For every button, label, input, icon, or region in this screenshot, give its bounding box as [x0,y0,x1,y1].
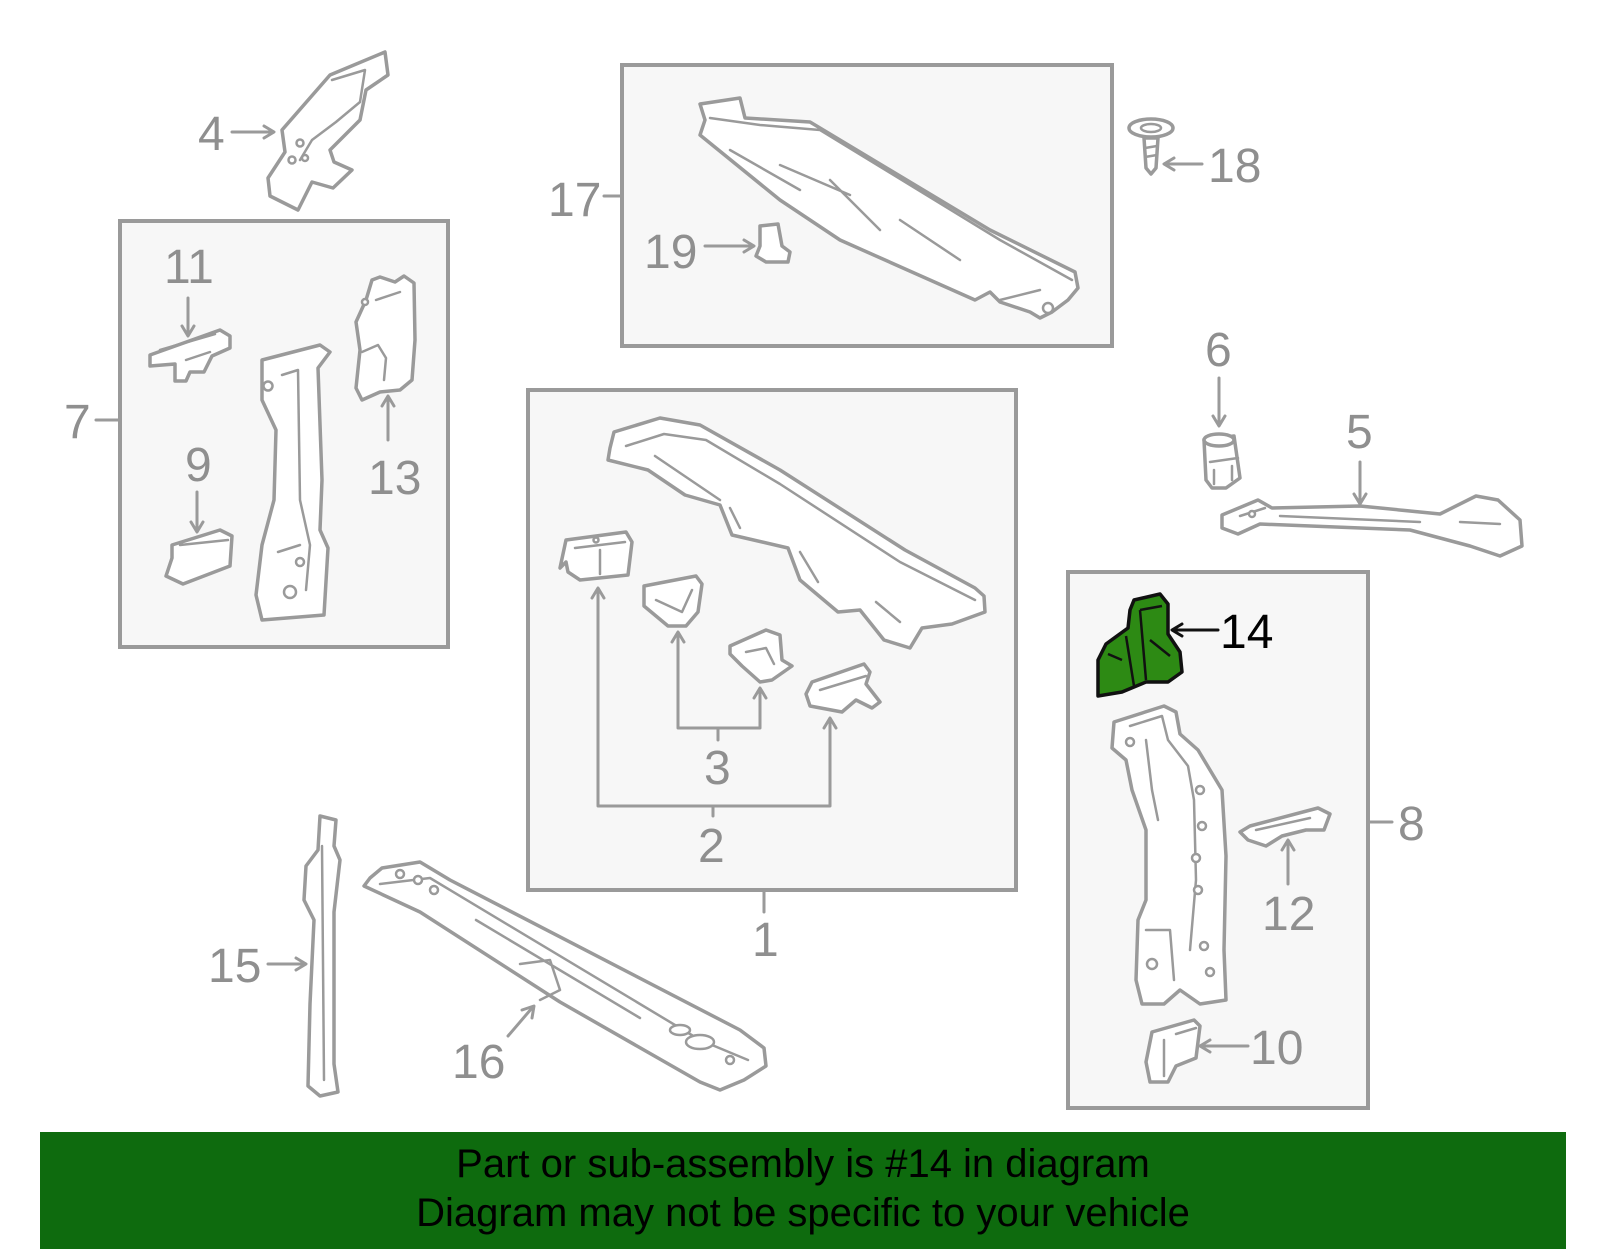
leader-lines [94,124,1394,1054]
callout-6: 6 [1205,324,1232,377]
callout-15: 15 [208,940,261,993]
callout-13: 13 [368,452,421,505]
callout-8: 8 [1398,798,1425,851]
callout-12: 12 [1262,888,1315,941]
part-14-bracket-highlighted[interactable] [1096,592,1184,698]
callout-1: 1 [752,914,779,967]
part-16-lower-support[interactable] [362,860,768,1092]
part-7-pillar[interactable] [254,343,332,622]
callout-7: 7 [64,396,91,449]
callout-10: 10 [1250,1022,1303,1075]
callout-16: 16 [452,1036,505,1089]
banner-line-2: Diagram may not be specific to your vehi… [416,1191,1190,1235]
part-4-bracket[interactable] [266,50,390,212]
callout-18: 18 [1208,140,1261,193]
part-2-bracket-b[interactable] [804,662,882,714]
callout-5: 5 [1346,406,1373,459]
callout-11: 11 [164,241,214,294]
part-15-tall-bracket[interactable] [302,814,342,1098]
part-17-upper-support[interactable] [698,96,1080,320]
callout-2: 2 [698,820,725,873]
part-13-bracket[interactable] [354,274,417,402]
part-9-block[interactable] [164,528,234,586]
part-10-bracket[interactable] [1144,1018,1202,1084]
callout-9: 9 [185,439,212,492]
info-banner: Part or sub-assembly is #14 in diagram D… [40,1132,1566,1249]
callout-17: 17 [548,174,601,227]
callout-numbers: 4 11 9 13 7 17 19 18 6 5 14 8 12 10 15 1… [64,108,1425,1089]
banner-line-1: Part or sub-assembly is #14 in diagram [456,1142,1150,1186]
part-18-screw[interactable] [1127,117,1175,176]
part-3-bracket-a[interactable] [642,574,704,628]
callout-14: 14 [1220,606,1273,659]
part-8-side-pillar[interactable] [1110,704,1228,1006]
callout-4: 4 [198,108,225,161]
part-11-clip[interactable] [148,328,232,383]
part-12-bracket[interactable] [1238,806,1332,848]
part-6-cap[interactable] [1202,432,1242,490]
part-1-upper-radiator-support[interactable] [606,416,987,650]
part-5-brace[interactable] [1220,494,1524,558]
callout-19: 19 [644,226,697,279]
part-3-bracket-b[interactable] [728,628,794,684]
parts-diagram: 4 11 9 13 7 17 19 18 6 5 14 8 12 10 15 1… [64,50,1524,1110]
callout-3: 3 [704,742,731,795]
part-2-bracket-a[interactable] [558,530,634,582]
part-19-clip[interactable] [754,222,792,264]
